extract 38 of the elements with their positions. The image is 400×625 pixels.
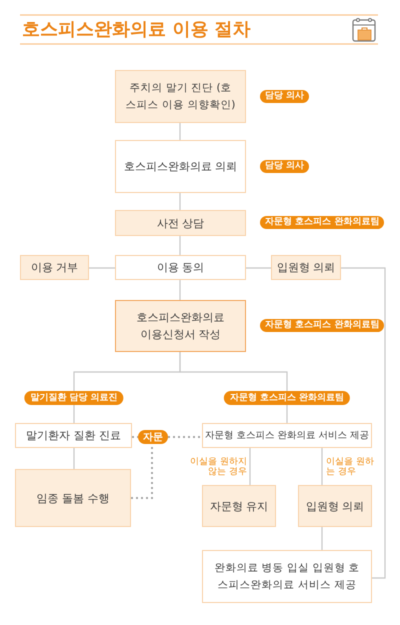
role-badge: 담당 의사 bbox=[260, 160, 310, 172]
process-box: 주치의 말기 진단 (호스피스 이용 의향확인) bbox=[115, 70, 246, 123]
process-box: 완화의료 병동 입실 입원형 호스피스완화의료 서비스 제공 bbox=[202, 550, 372, 603]
title: 호스피스완화의료 이용 절차 bbox=[22, 18, 251, 42]
edge-label: 이실을 원하는 경우 bbox=[326, 457, 375, 477]
connector bbox=[246, 267, 271, 269]
edge-label: 이실을 원하지 않는 경우 bbox=[189, 457, 247, 477]
process-box: 이용 거부 bbox=[20, 255, 89, 280]
connector bbox=[341, 267, 386, 579]
connector bbox=[321, 527, 323, 550]
connector bbox=[73, 448, 75, 469]
connector bbox=[89, 267, 115, 269]
role-badge: 자문형 호스피스 완화의료팀 bbox=[260, 216, 384, 229]
connector bbox=[321, 448, 323, 485]
process-box: 호스피스완화의료 의뢰 bbox=[115, 140, 246, 193]
process-box: 입원형 의뢰 bbox=[298, 485, 372, 527]
role-badge: 자문형 호스피스 완화의료팀 bbox=[260, 319, 384, 332]
connector bbox=[179, 352, 288, 423]
process-box: 자문형 호스피스 완화의료 서비스 제공 bbox=[202, 423, 372, 448]
connector bbox=[179, 236, 181, 255]
role-badge: 담당 의사 bbox=[260, 90, 310, 102]
process-box: 입원형 의뢰 bbox=[271, 255, 341, 280]
process-box: 호스피스완화의료 이용신청서 작성 bbox=[115, 300, 246, 352]
edge-label: 말기질환 담당 의료진 bbox=[24, 391, 124, 405]
edge-label: 자문형 호스피스 완화의료팀 bbox=[224, 391, 350, 405]
process-box: 자문형 유지 bbox=[202, 485, 276, 527]
connector bbox=[179, 280, 181, 300]
process-box: 말기환자 질환 진료 bbox=[15, 423, 132, 448]
connector bbox=[249, 448, 251, 485]
connector bbox=[179, 193, 181, 210]
process-box: 사전 상담 bbox=[115, 210, 246, 236]
dotted-connector bbox=[132, 436, 138, 438]
dotted-connector bbox=[168, 436, 202, 438]
dotted-connector bbox=[131, 444, 153, 499]
process-box: 임종 돌봄 수행 bbox=[15, 469, 131, 527]
connector bbox=[179, 123, 181, 140]
process-box: 이용 동의 bbox=[115, 255, 246, 280]
consult-badge: 자문 bbox=[138, 430, 168, 444]
